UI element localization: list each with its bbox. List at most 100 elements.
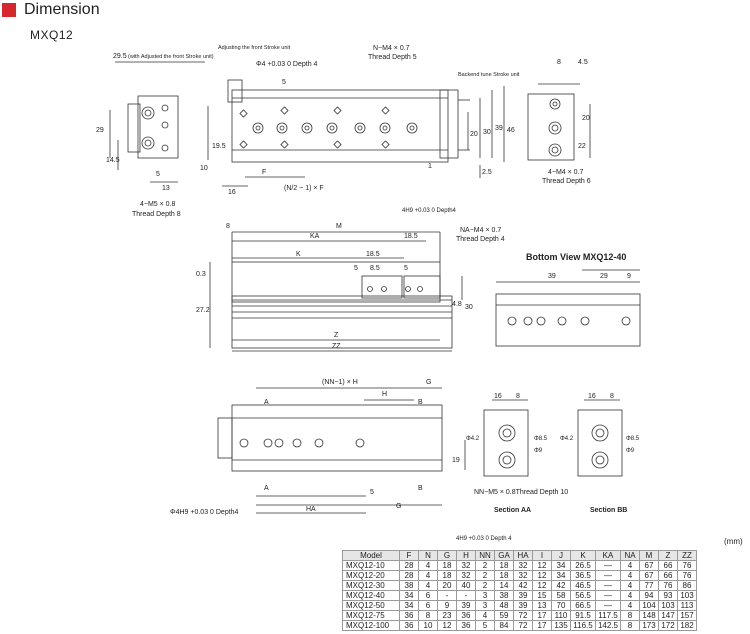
side-label-22: 22 — [578, 143, 586, 150]
na-depth: Thread Depth 4 — [456, 236, 505, 243]
table-cell: 147 — [658, 610, 678, 621]
sec-bb-16: 16 — [588, 393, 596, 400]
table-cell: 36 — [399, 610, 419, 621]
label-F: F — [262, 169, 266, 176]
table-cell: 91.5 — [570, 610, 596, 621]
table-cell: 18 — [494, 560, 514, 571]
table-cell: 86 — [677, 580, 697, 591]
table-cell: 76 — [677, 560, 697, 571]
side-label-20: 20 — [582, 115, 590, 122]
sec-bb-phi4-2: Φ4.2 — [560, 436, 574, 442]
table-cell: 173 — [639, 620, 659, 631]
col-header: F — [399, 550, 419, 561]
table-cell: 4 — [620, 590, 640, 601]
col-header: I — [532, 550, 552, 561]
table-cell: MXQ12-20 — [342, 570, 400, 581]
table-cell: 59 — [494, 610, 514, 621]
table-cell: 18 — [437, 570, 457, 581]
mid-label-KA: KA — [310, 233, 320, 240]
sec-aa-8: 8 — [516, 393, 520, 400]
mid-label-8: 8 — [226, 223, 230, 230]
label-19-5: 19.5 — [212, 143, 226, 150]
table-cell: 48 — [494, 600, 514, 611]
table-cell: 36.5 — [570, 570, 596, 581]
table-cell: 34 — [551, 560, 571, 571]
red-square-icon — [2, 3, 16, 17]
table-cell: MXQ12-50 — [342, 600, 400, 611]
table-cell: 135 — [551, 620, 571, 631]
table-cell: 10 — [418, 620, 438, 631]
table-cell: 104 — [639, 600, 659, 611]
table-cell: 46.5 — [570, 580, 596, 591]
backend-note: Backend tune Stroke unit — [458, 72, 520, 78]
lower-nn-h: (NN−1) × H — [322, 379, 358, 386]
table-cell: 36 — [399, 620, 419, 631]
col-header: ZZ — [677, 550, 697, 561]
table-cell: 93 — [658, 590, 678, 601]
table-cell: 4 — [418, 580, 438, 591]
table-cell: 58 — [551, 590, 571, 601]
table-cell: 40 — [456, 580, 476, 591]
table-cell: 8 — [418, 610, 438, 621]
label-14-5: 14.5 — [106, 157, 120, 164]
table-cell: 8 — [620, 610, 640, 621]
col-header: J — [551, 550, 571, 561]
nm4-label: N−M4 × 0.7 — [373, 45, 410, 52]
table-cell: 84 — [494, 620, 514, 631]
mid-label-5: 5 — [354, 265, 358, 272]
col-header: Model — [342, 550, 400, 561]
section-aa — [483, 409, 529, 477]
unit-label: (mm) — [724, 537, 743, 546]
table-cell: 67 — [639, 560, 659, 571]
table-cell: 76 — [677, 570, 697, 581]
table-cell: 103 — [658, 600, 678, 611]
table-cell: 4 — [418, 570, 438, 581]
table-cell: 148 — [639, 610, 659, 621]
table-cell: 2 — [475, 560, 495, 571]
table-cell: 36 — [456, 620, 476, 631]
table-cell: 172 — [658, 620, 678, 631]
table-cell: 70 — [551, 600, 571, 611]
side-label-8: 8 — [557, 59, 561, 66]
table-cell: 117.5 — [595, 610, 621, 621]
lower-G2: G — [396, 503, 401, 510]
table-cell: 4 — [620, 600, 640, 611]
table-cell: 72 — [513, 620, 533, 631]
table-cell: 32 — [513, 560, 533, 571]
formula-label: (N/2 − 1) × F — [284, 185, 324, 192]
table-cell: - — [437, 590, 457, 601]
note-adjust-front: Adjusting the front Stroke unit — [218, 45, 291, 51]
table-cell: MXQ12-40 — [342, 590, 400, 601]
lower-A-top: A — [264, 399, 269, 406]
table-cell: 113 — [677, 600, 697, 611]
table-cell: 13 — [532, 600, 552, 611]
label-5-left: 5 — [156, 171, 160, 178]
label-10: 10 — [200, 165, 208, 172]
table-cell: 36 — [456, 610, 476, 621]
label-29-5: 29.5 — [113, 53, 127, 60]
note-front-stroke: (with Adjusted the front Stroke unit) — [128, 54, 214, 60]
table-cell: 116.5 — [570, 620, 596, 631]
col-header: NN — [475, 550, 495, 561]
table-cell: 110 — [551, 610, 571, 621]
table-cell: 12 — [532, 570, 552, 581]
table-cell: 12 — [532, 560, 552, 571]
table-cell: 28 — [399, 570, 419, 581]
bottom-label-9: 9 — [627, 273, 631, 280]
table-cell: 32 — [513, 570, 533, 581]
table-cell: 5 — [475, 620, 495, 631]
col-header: KA — [595, 550, 621, 561]
mid-label-27-2: 27.2 — [196, 307, 210, 314]
table-cell: 32 — [456, 560, 476, 571]
table-cell: 8 — [620, 620, 640, 631]
lower-phi4h9: Φ4H9 +0.03 0 Depth4 — [170, 509, 239, 516]
label-30: 30 — [483, 129, 491, 136]
section-aa-title: Section AA — [494, 507, 531, 514]
lower-5: 5 — [370, 489, 374, 496]
table-cell: 34 — [399, 600, 419, 611]
table-cell: 17 — [532, 610, 552, 621]
lower-B-bottom: B — [418, 485, 423, 492]
